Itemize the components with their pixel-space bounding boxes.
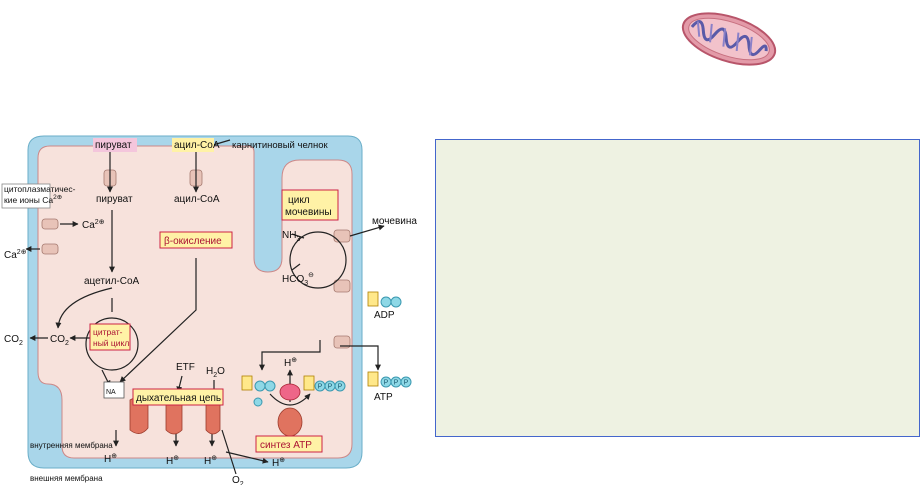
inner-membrane-shape: [37, 145, 353, 459]
ca-outer-label: Ca2⊕: [4, 249, 27, 261]
atp-inner-icon: [303, 375, 346, 392]
h-top-label: H⊕: [284, 357, 297, 369]
p-label: P: [328, 384, 333, 391]
acylcoa-top-label: ацил-СоА: [174, 140, 220, 151]
atp-synthesis-label: синтез АТР: [260, 440, 312, 451]
co2-inner-label: CO2: [50, 334, 69, 347]
citrate-cycle-label-2: ный цикл: [93, 338, 129, 348]
outer-membrane-label: внешняя мембрана: [30, 474, 103, 483]
h-label-4: H⊕: [272, 457, 285, 469]
info-panel: [435, 139, 920, 437]
p-label: P: [318, 384, 323, 391]
acetylcoa-label: ацетил-СоА: [84, 276, 140, 287]
co2-outer-label: CO2: [4, 334, 23, 347]
atp-outer-label: ATP: [374, 392, 393, 403]
urea-label: мочевина: [372, 216, 417, 227]
nh3-label: NH3: [282, 230, 300, 243]
urea-cycle-label-2: мочевины: [285, 207, 332, 218]
atp-synthase-icon: [279, 383, 301, 401]
atp-molecule-icon: [367, 371, 412, 388]
h2o-label: H2O: [206, 366, 225, 379]
p-label: P: [404, 380, 409, 387]
mitochondrial-metabolism-diagram: P P P P P P пируват ацил-СоА карнитиновы…: [1, 135, 417, 485]
acylcoa-inner-label: ацил-СоА: [174, 194, 220, 205]
o2-label: O2: [232, 475, 244, 485]
carnitine-shuttle-label: карнитиновый челнок: [232, 140, 328, 151]
h-label-1: H⊕: [104, 453, 117, 465]
adp-outer-label: ADP: [374, 310, 395, 321]
beta-oxidation-label: β-окисление: [164, 236, 222, 247]
citrate-cycle-label-1: цитрат-: [93, 327, 123, 337]
hco3-label: HCO3⊖: [282, 272, 314, 287]
mitochondrion-icon: [681, 12, 777, 66]
nad-label: NA: [106, 389, 116, 396]
pyruvate-inner-label: пируват: [96, 194, 133, 205]
p-label: P: [338, 384, 343, 391]
urea-cycle-label-1: цикл: [288, 195, 310, 206]
pyruvate-top-label: пируват: [95, 140, 132, 151]
ca-inner-label: Ca2⊕: [82, 219, 105, 231]
inner-membrane-label: внутренняя мембрана: [30, 441, 113, 450]
adp-molecule-icon: [367, 291, 402, 308]
p-label: P: [384, 380, 389, 387]
h-label-3: H⊕: [204, 455, 217, 467]
p-label: P: [394, 380, 399, 387]
cytoplasmic-ca-label-1: цитоплазматичес-: [4, 184, 76, 194]
cytoplasmic-ca-label-2: кие ионы Са2⊕: [4, 194, 62, 205]
h-label-2: H⊕: [166, 455, 179, 467]
etf-label: ETF: [176, 362, 195, 373]
adp-inner-icon: [241, 375, 276, 407]
respiratory-chain-label: дыхательная цепь: [136, 393, 221, 404]
